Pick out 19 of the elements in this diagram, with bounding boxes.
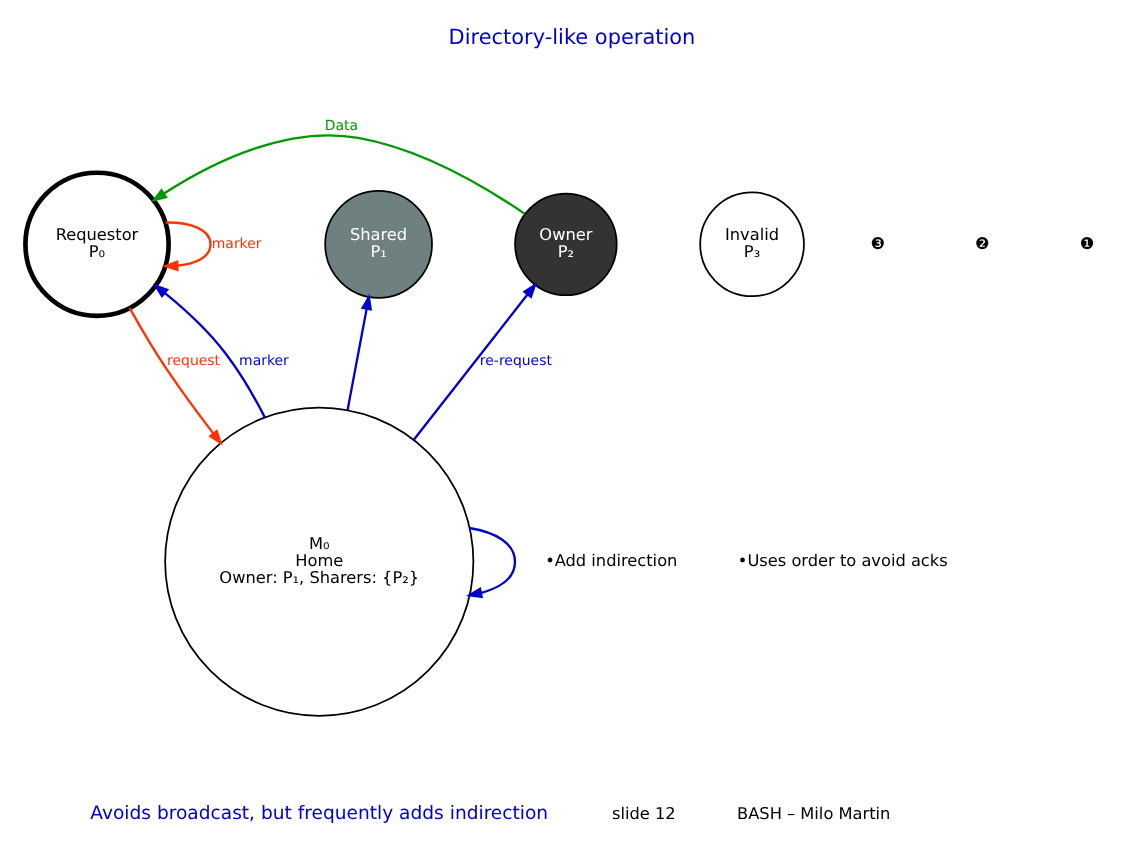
label: ❶ [1079,231,1095,252]
arrow [346,292,373,410]
label: ❸ [870,231,886,252]
label: slide 12 [612,801,676,822]
node-circle: Shared P₁ [324,189,433,298]
arrow [151,133,526,214]
node-circle: M₀ Home Owner: P₁, Sharers: {P₂} [164,405,475,716]
caption: Avoids broadcast, but frequently adds indirection [90,801,549,824]
label: BASH – Milo Martin [737,801,891,822]
arrow [465,525,517,598]
arrow [412,281,538,440]
label: •Add indirection [545,548,678,569]
arrow [152,282,266,418]
label: ❷ [975,231,990,252]
diagram-title: Directory-like operation [448,25,696,50]
arrow [162,220,212,271]
node-circle: Invalid P₃ [699,190,805,297]
label: •Uses order to avoid acks [737,548,948,569]
arrow [128,306,223,445]
